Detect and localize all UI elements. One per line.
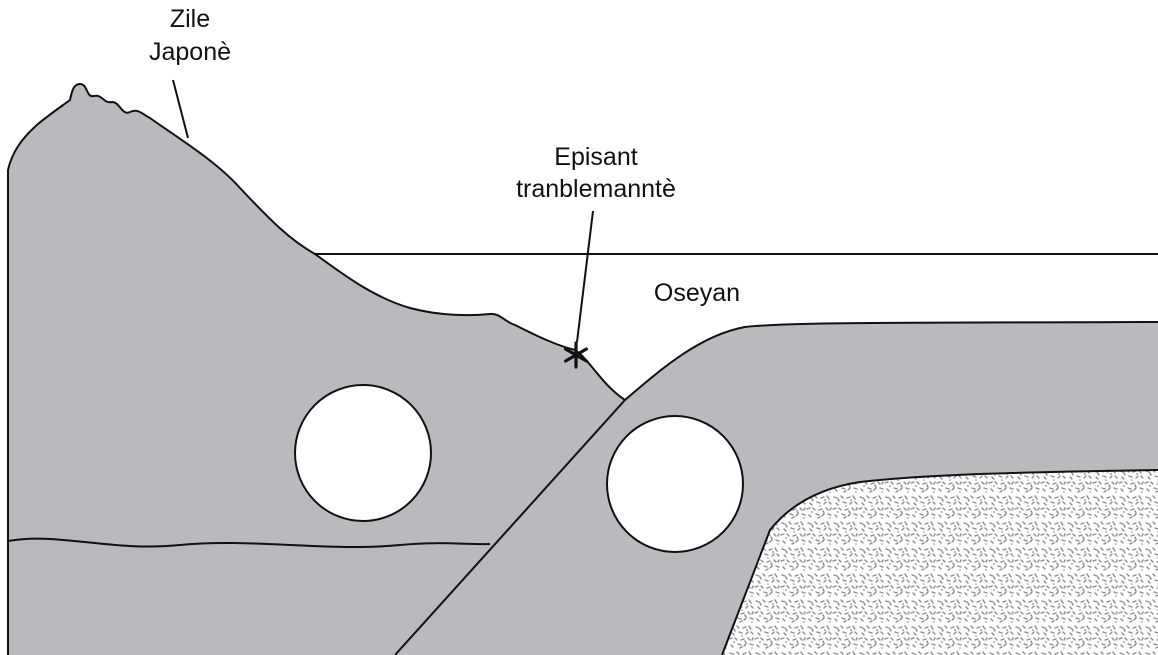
circle-oceanic-plate [607,416,743,552]
epicenter-leader-line [577,211,593,342]
circle-continental [295,385,431,521]
japan-label-line2: Japonè [149,38,231,66]
japan-leader-line [173,80,188,138]
epicenter-label-line1: Episant [554,143,637,171]
epicenter-label-line2: tranblemanntè [516,175,676,203]
japan-label-line1: Zile [170,5,210,33]
ocean-label: Oseyan [654,279,740,307]
